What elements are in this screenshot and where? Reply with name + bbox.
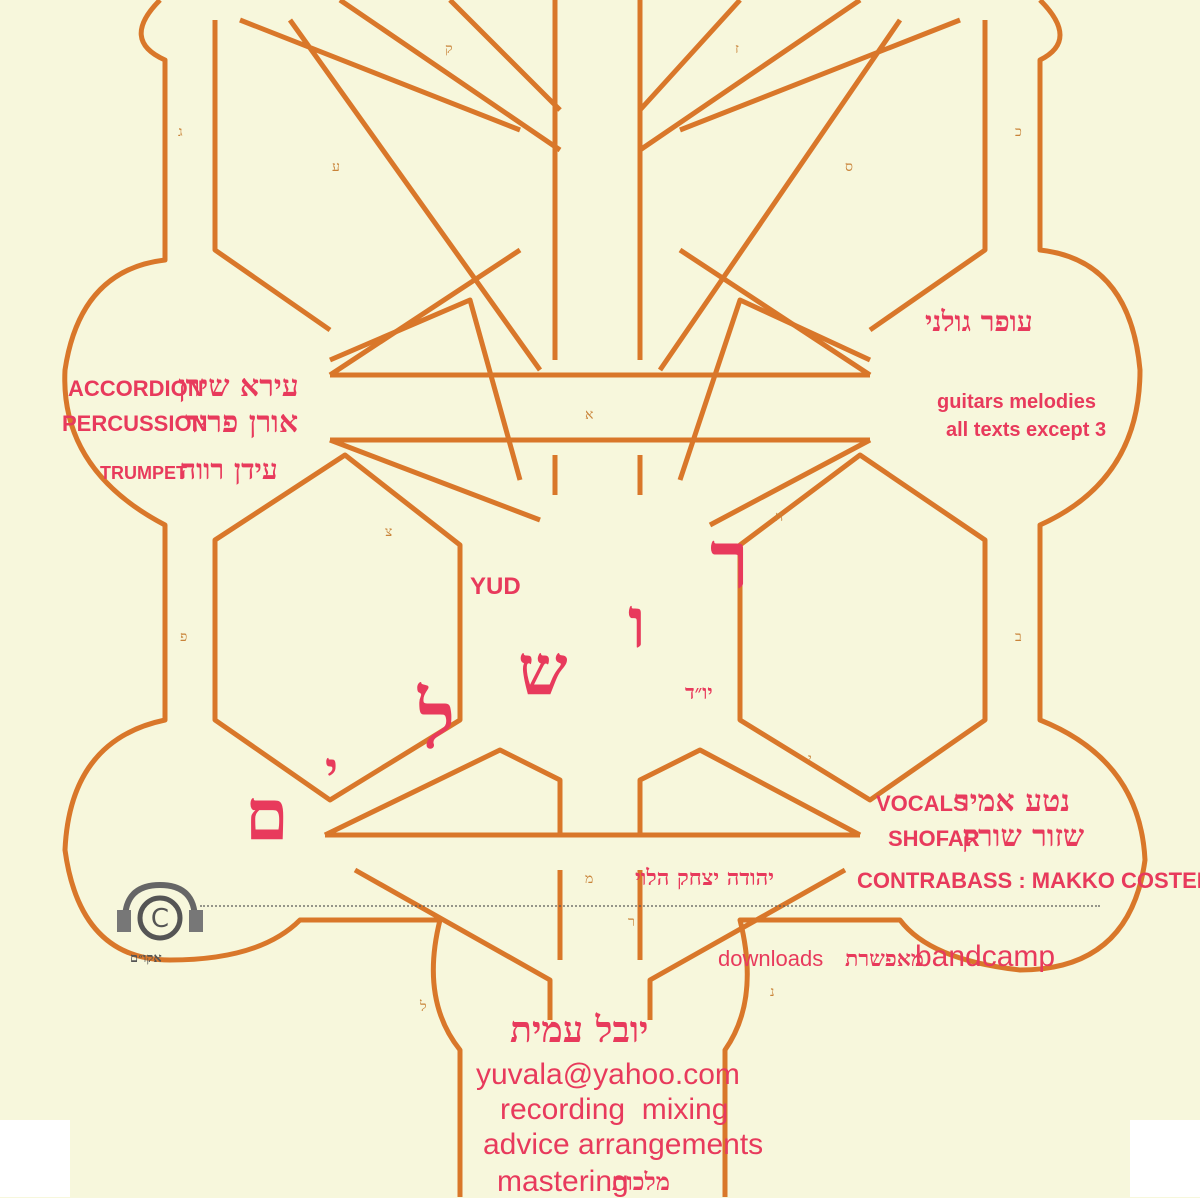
sefira-letter: מ [585, 871, 594, 887]
downloads-hebrew: מאפשרת [845, 946, 924, 972]
center-letter-yud: י [325, 740, 339, 799]
role-guitars: guitars melodies [937, 391, 1096, 413]
bandcamp-link[interactable]: bandcamp [915, 940, 1056, 973]
producer-name: יובל עמית [510, 1009, 649, 1051]
sefira-letter: נ [770, 984, 775, 1000]
sefira-letter: פ [180, 629, 188, 645]
role-vocals: VOCALS [876, 791, 968, 816]
name-contrabass: יהודה יצחק הלוי [635, 865, 775, 891]
logo-caption: אקו״ם [130, 951, 162, 966]
copyright-headphones-icon: C [115, 880, 205, 945]
name-trumpet: עידן רווה [180, 453, 278, 486]
yud-label: YUD [470, 573, 521, 600]
role-texts: all texts except 3 [946, 419, 1107, 441]
sefira-letter: י [808, 751, 812, 767]
sefira-letter: ל [420, 999, 427, 1015]
producer-email[interactable]: yuvala@yahoo.com [476, 1058, 740, 1091]
cover-tab-left [0, 1120, 70, 1197]
svg-text:C: C [151, 904, 169, 934]
name-percussion: אורן פריד [185, 405, 299, 440]
sefira-letter: א [585, 407, 594, 423]
sefira-letter: צ [385, 524, 393, 540]
fine-print-line [200, 905, 1100, 911]
sefira-letter: ק [445, 41, 453, 57]
role-trumpet: TRUMPET [100, 463, 187, 483]
role-contrabass: CONTRABASS : MAKKO COSTER [857, 868, 1200, 893]
sefira-letter: ג [178, 124, 183, 140]
sefira-letter: ר [628, 914, 635, 930]
center-letter-resh: ר [710, 513, 750, 607]
sefira-letter: ע [332, 159, 340, 175]
service-recording-mixing: recording mixing [500, 1093, 729, 1126]
center-letter-mem: ם [245, 773, 289, 856]
role-percussion: PERCUSSION [62, 411, 208, 436]
name-shofar: שזור שורק [962, 819, 1085, 854]
center-small-label: יו״ד [685, 680, 713, 704]
sefira-letter: ס [845, 159, 853, 175]
name-guitars: עופר גולני [925, 305, 1033, 338]
cover-tab-right [1130, 1120, 1200, 1197]
center-letter-lamed: ל [418, 673, 456, 767]
downloads-text: downloads [718, 946, 824, 971]
name-accordion: עירא שירן [178, 369, 299, 404]
sefira-letter: ח [775, 509, 784, 525]
sefira-letter: ב [1015, 629, 1022, 645]
name-vocals: נטע אמיר [955, 784, 1070, 819]
sefira-letter: כ [1015, 124, 1022, 140]
role-shofar: SHOFAR [888, 826, 980, 851]
service-mastering: mastering [497, 1165, 629, 1198]
service-advice-arrangements: advice arrangements [483, 1128, 764, 1161]
role-accordion: ACCORDION [68, 376, 204, 401]
center-letter-shin: ש [518, 628, 568, 711]
center-letter-vav: ו [628, 581, 646, 664]
sefira-letter: ז [735, 41, 739, 57]
service-hebrew: מלכות [612, 1167, 670, 1196]
